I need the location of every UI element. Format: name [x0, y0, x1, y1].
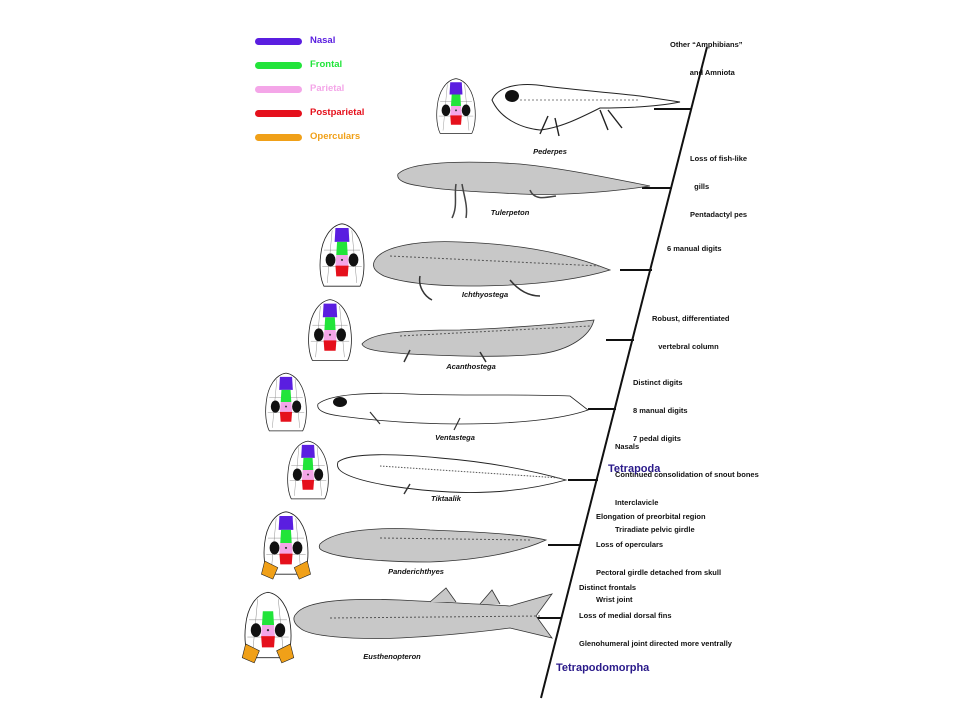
character-text: Continued consolidation of snout bones	[615, 470, 759, 480]
character-text: 7 pedal digits	[633, 433, 681, 443]
character-text: Pectoral girdle detached from skull	[596, 567, 722, 577]
taxon-label-eusthenopteron: Eusthenopteron	[363, 652, 421, 661]
character-text: vertebral column	[652, 342, 719, 352]
character-text: Loss of operculars	[596, 540, 664, 550]
clade-label-tetrapoda: Tetrapoda	[608, 463, 661, 475]
eusthenopteron-body	[293, 587, 554, 639]
taxon-label-acanthostega: Acanthostega	[446, 362, 496, 371]
legend-label-operculars: Operculars	[310, 131, 361, 142]
eusthenopteron-skull	[241, 591, 295, 664]
ventastega-skull	[265, 372, 307, 432]
legend-label-parietal: Parietal	[310, 83, 345, 94]
character-block-3: Robust, differentiated vertebral column	[652, 296, 730, 370]
pederpes-skull	[436, 78, 476, 134]
outgroup-label-line2: and Amniota	[689, 68, 735, 78]
character-block-7: Distinct frontals Loss of medial dorsal …	[579, 565, 732, 666]
postparietal-swatch	[255, 110, 302, 117]
character-text: Elongation of preorbital region	[596, 512, 706, 522]
clade-label-tetrapodomorpha: Tetrapodomorpha	[556, 662, 650, 674]
character-block-6: Elongation of preorbital region Loss of …	[596, 494, 721, 623]
panderichthyes-body	[318, 528, 548, 563]
tulerpeton-body	[397, 161, 651, 219]
taxon-label-ventastega: Ventastega	[435, 433, 475, 442]
tiktaalik-skull	[287, 440, 329, 500]
taxon-label-panderichthyes: Panderichthyes	[388, 567, 444, 576]
legend-label-postparietal: Postparietal	[310, 107, 365, 118]
character-text: gills	[690, 182, 710, 192]
main-trunk	[540, 46, 708, 699]
outgroup-label-line1: Other “Amphibians”	[670, 40, 743, 50]
character-block-4: Distinct digits 8 manual digits 7 pedal …	[633, 360, 688, 461]
taxon-label-pederpes: Pederpes	[533, 147, 567, 156]
panderichthyes-skull	[261, 511, 311, 580]
parietal-swatch	[255, 86, 302, 93]
acanthostega-skull	[308, 299, 352, 361]
taxon-label-ichthyostega: Ichthyostega	[461, 290, 509, 299]
character-text: 6 manual digits	[667, 244, 722, 254]
taxon-label-tiktaalik: Tiktaalik	[431, 494, 461, 503]
character-block-5: Nasals Continued consolidation of snout …	[615, 424, 759, 553]
operculars-swatch	[255, 134, 302, 141]
legend-label-nasal: Nasal	[310, 35, 336, 46]
character-block-1: Loss of fish-like gills Pentadactyl pes	[690, 136, 747, 237]
acanthostega-body	[361, 319, 595, 363]
character-text: Glenohumeral joint directed more ventral…	[579, 638, 732, 648]
frontal-swatch	[255, 62, 302, 69]
character-text: Triradiate pelvic girdle	[615, 525, 695, 535]
character-text: Interclavicle	[615, 497, 659, 507]
ichthyostega-body	[373, 241, 612, 301]
character-text: Pentadactyl pes	[690, 209, 748, 219]
character-text: Loss of medial dorsal fins	[579, 611, 672, 621]
character-text: 8 manual digits	[633, 406, 688, 416]
pederpes-body	[491, 84, 681, 137]
character-text: Nasals	[615, 442, 640, 452]
legend-label-frontal: Frontal	[310, 59, 343, 70]
nasal-swatch	[255, 38, 302, 45]
character-text: Distinct frontals	[579, 583, 637, 593]
taxon-label-tulerpeton: Tulerpeton	[490, 208, 530, 217]
ventastega-body	[317, 392, 589, 431]
character-text: Robust, differentiated	[652, 314, 730, 324]
ichthyostega-skull	[319, 223, 365, 287]
character-block-2: 6 manual digits	[667, 226, 722, 272]
outgroup-label: Other “Amphibians” and Amniota	[670, 22, 743, 96]
tiktaalik-body	[337, 454, 568, 495]
character-text: Loss of fish-like	[690, 154, 748, 164]
character-text: Wrist joint	[596, 595, 633, 605]
character-text: Distinct digits	[633, 378, 683, 388]
